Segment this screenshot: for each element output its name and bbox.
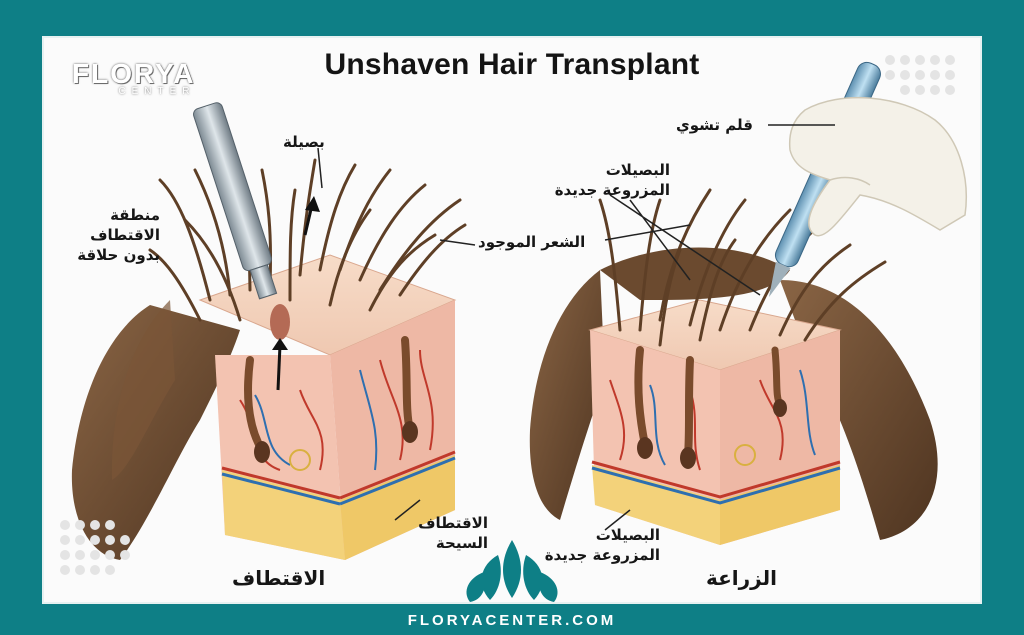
- label-extraction-tissue: الاقتطاف السيحة: [408, 513, 488, 553]
- brand-logo: FLORYA CENTER: [72, 58, 196, 97]
- label-new-bulbs-bottom-line1: البصيلات: [595, 526, 660, 544]
- extraction-illustration: [71, 102, 467, 560]
- label-new-bulbs-top: البصيلات المزروعة جديدة: [540, 160, 670, 200]
- label-extraction-zone-line1: منطقة: [110, 206, 160, 224]
- label-new-bulbs-bottom: البصيلات المزروعة جديدة: [530, 525, 660, 565]
- implantation-illustration: [439, 61, 967, 545]
- page-title: Unshaven Hair Transplant: [324, 48, 700, 81]
- label-extraction-tissue-line1: الاقتطاف: [418, 514, 488, 532]
- footer-url: FLORYACENTER.COM: [407, 612, 617, 629]
- logo-subtitle: CENTER: [118, 86, 196, 97]
- label-new-bulbs-top-line2: المزروعة جديدة: [554, 181, 670, 199]
- caption-implantation: الزراعة: [706, 566, 777, 590]
- florya-emblem-icon: [466, 540, 558, 602]
- label-existing-hair: الشعر الموجود: [478, 233, 586, 251]
- label-extraction-zone: منطقة الاقتطاف بدون حلاقة: [70, 205, 160, 265]
- caption-extraction: الاقتطاف: [232, 566, 326, 590]
- label-extraction-tissue-line2: السيحة: [435, 534, 488, 552]
- label-extraction-zone-line3: بدون حلاقة: [77, 246, 160, 264]
- label-new-bulbs-bottom-line2: المزروعة جديدة: [544, 546, 660, 564]
- footer-website: FLORYACENTER.COM: [0, 610, 1024, 629]
- label-extraction-zone-line2: الاقتطاف: [90, 226, 160, 244]
- label-bulb: بصيلة: [283, 133, 325, 151]
- decorative-dots: [60, 55, 955, 575]
- label-new-bulbs-top-line1: البصيلات: [605, 161, 670, 179]
- label-implanter-pen: قلم تشوي: [676, 116, 753, 134]
- logo-wordmark: FLORYA: [72, 58, 196, 89]
